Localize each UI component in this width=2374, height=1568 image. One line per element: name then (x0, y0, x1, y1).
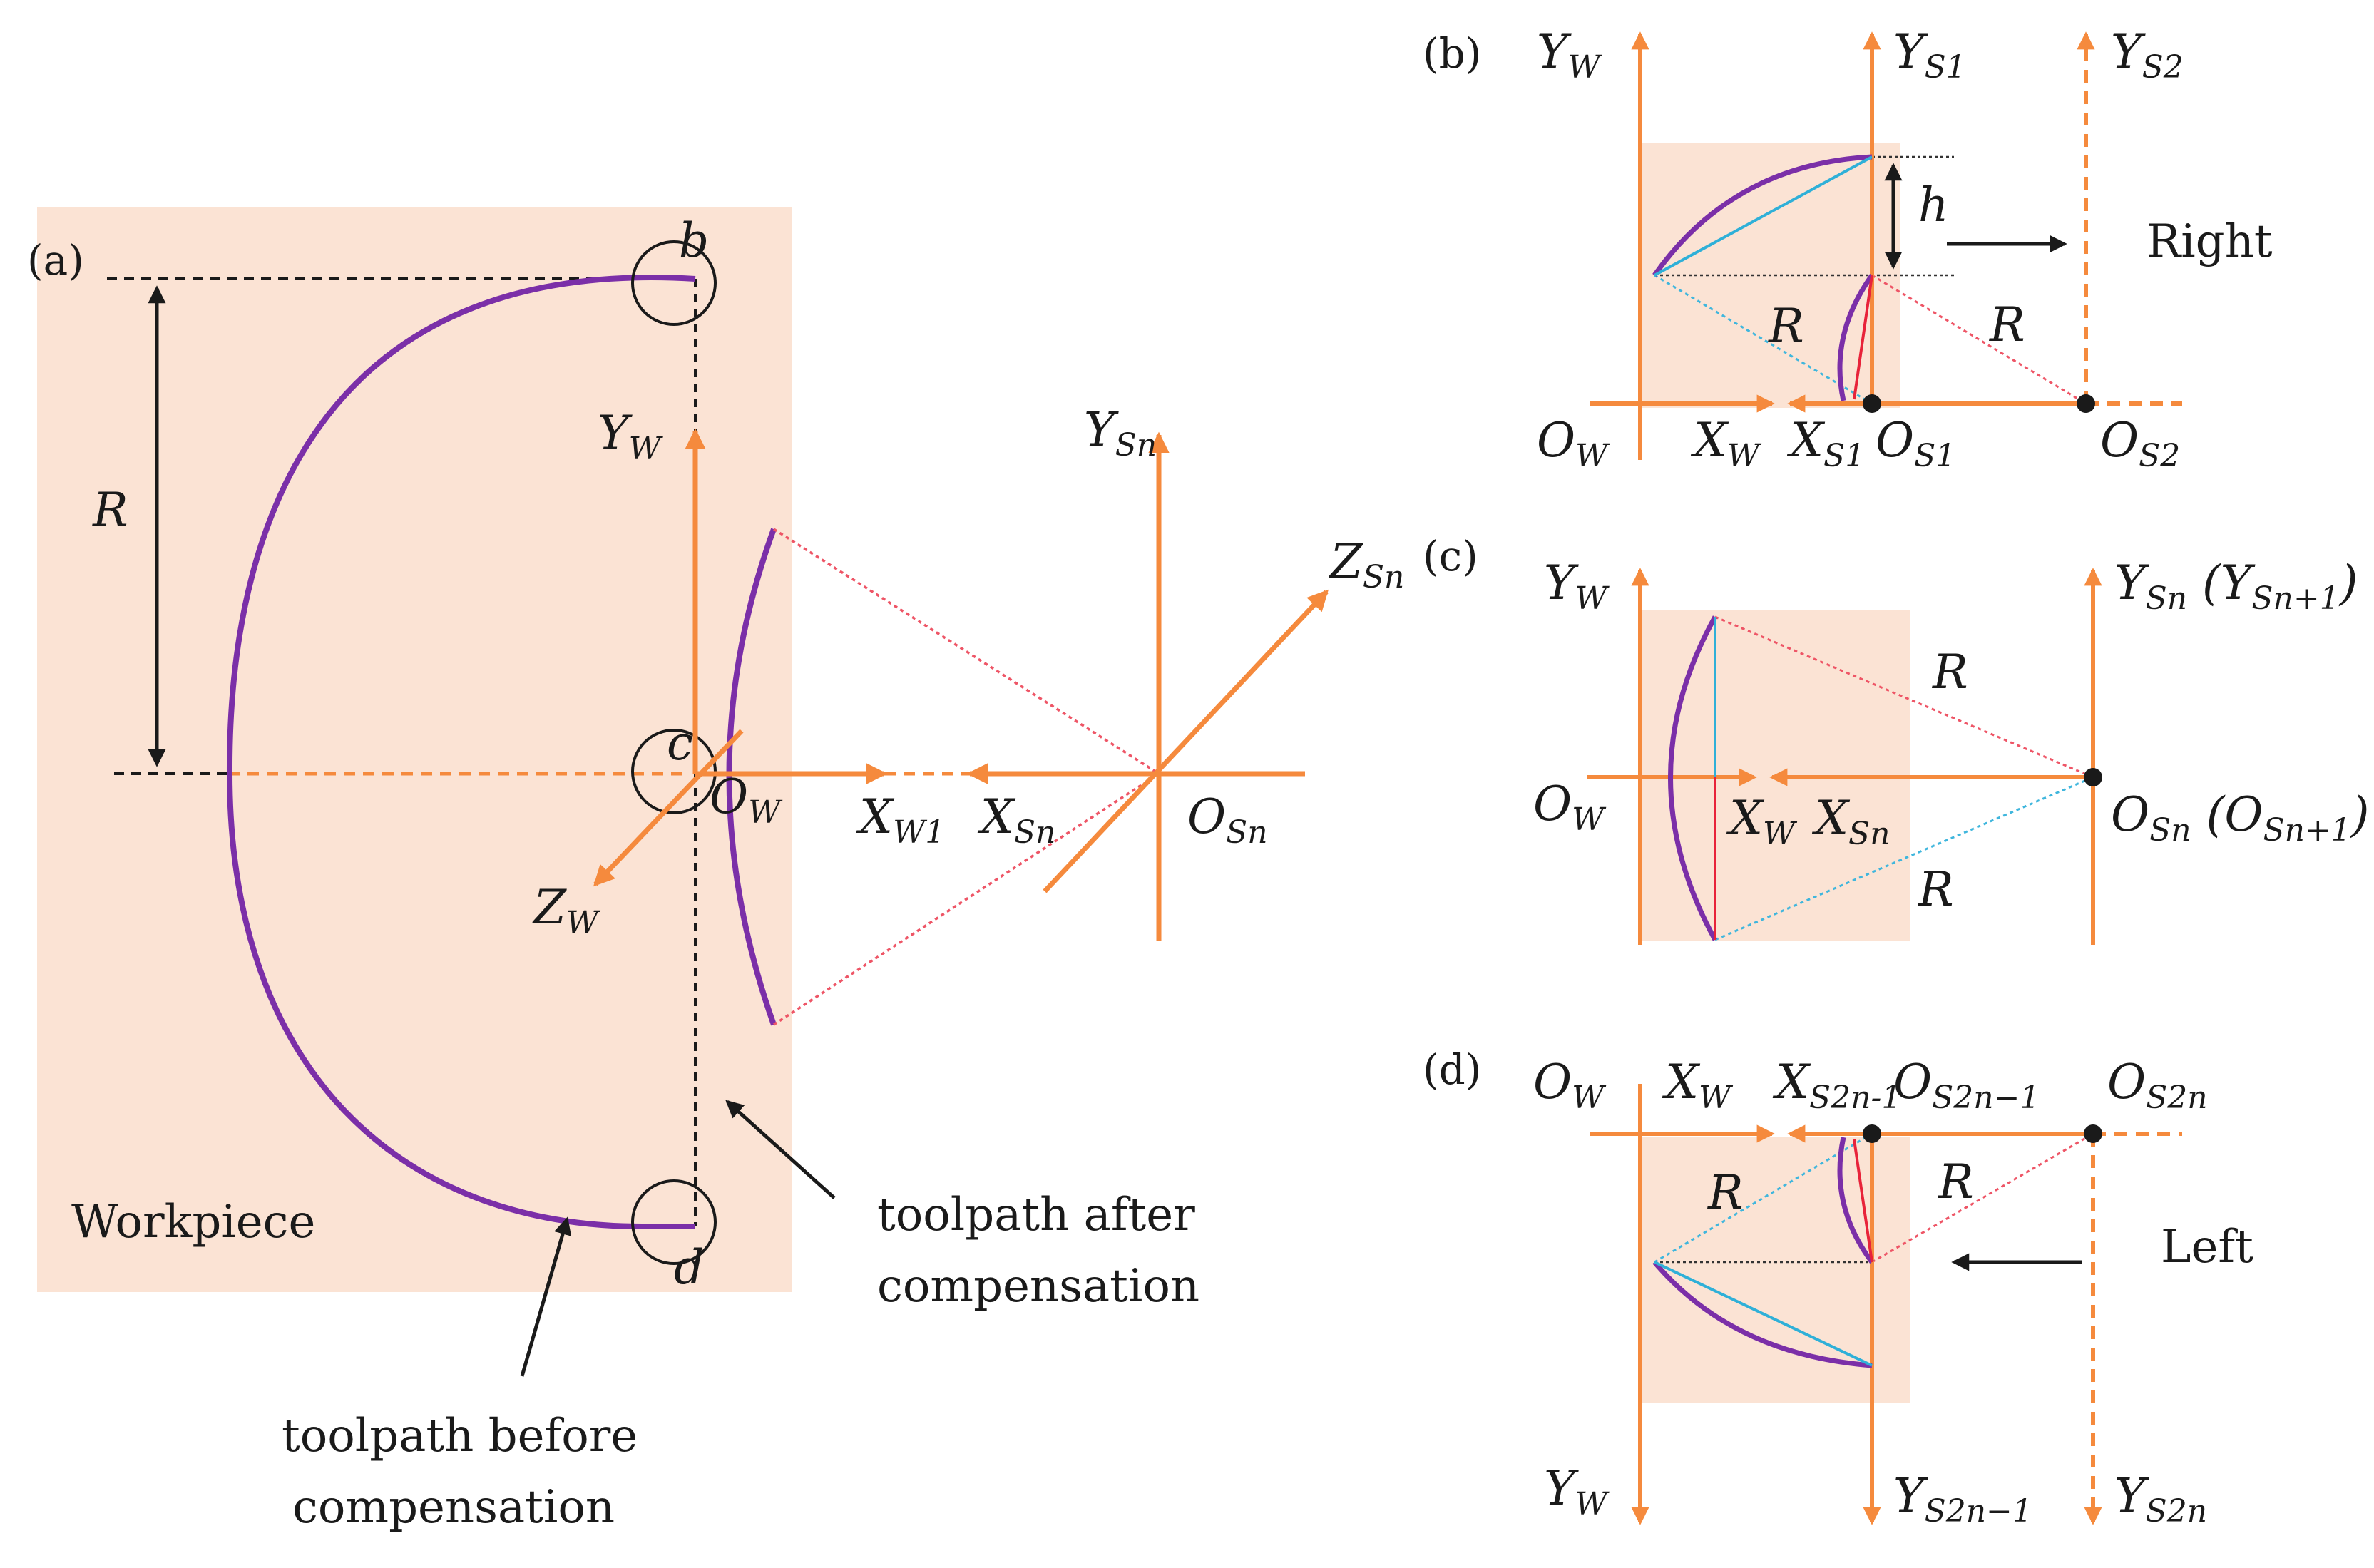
panel-c-label-osn: OSn (OSn+1) (2111, 787, 2370, 849)
panel-b-label-xw: XW (1690, 413, 1762, 474)
panel-c: (c) R R YW YSn (YSn+1) OW XW XSn OSn (OS… (1423, 532, 2370, 945)
panel-c-label-xsn: XSn (1811, 791, 1890, 852)
dotted-red-line-upper (773, 528, 1160, 775)
workpiece-label: Workpiece (71, 1196, 315, 1249)
toolpath-before-label-1: toolpath before (282, 1410, 638, 1462)
panel-c-dotted-blue (1714, 776, 2094, 941)
panel-c-r2: R (1918, 862, 1954, 917)
panel-b-dotted-red (1871, 274, 2087, 405)
panel-d-r1: R (1707, 1165, 1744, 1220)
panel-a-label: (a) (27, 236, 84, 285)
label-xw1: XW1 (856, 789, 945, 851)
point-b-label: b (679, 213, 709, 268)
toolpath-before-arc (226, 275, 696, 1229)
label-ysn: YSn (1084, 402, 1157, 463)
axis-zw-arrow (593, 729, 744, 887)
panel-b-label-os2: OS2 (2100, 413, 2180, 474)
panel-d-label: (d) (1423, 1045, 1481, 1094)
point-d-label: d (674, 1240, 704, 1295)
panel-b-blue-chord (1654, 155, 1873, 277)
panel-c-label: (c) (1423, 532, 1478, 580)
panel-c-label-ysn: YSn (YSn+1) (2114, 555, 2358, 617)
label-xsn: XSn (977, 789, 1055, 851)
panel-b-label-yw: YW (1537, 24, 1603, 86)
panel-b-direction: Right (2147, 215, 2273, 268)
panel-c-origin-sn (2084, 768, 2102, 786)
label-zsn: ZSn (1329, 534, 1404, 595)
panel-d-label-ow: OW (1533, 1055, 1607, 1116)
panel-b-origin-s2 (2077, 394, 2095, 413)
panel-b-r2: R (1989, 297, 2025, 352)
panel-b-label-ow: OW (1537, 413, 1610, 474)
panel-d-label-yw: YW (1544, 1461, 1610, 1522)
panel-b-label-os1: OS1 (1876, 413, 1955, 474)
panel-b-label: (b) (1423, 29, 1481, 78)
panel-d-red-line (1853, 1139, 1873, 1263)
panel-d-small-purple-arc (1837, 1137, 1874, 1264)
panel-d-label-xw: XW (1662, 1055, 1734, 1116)
axis-zsn-arrow (1043, 589, 1329, 893)
panel-b-r1: R (1768, 299, 1804, 354)
toolpath-after-label-1: toolpath after (877, 1189, 1195, 1241)
label-yw: YW (598, 406, 664, 467)
label-osn: OSn (1187, 789, 1268, 851)
panel-c-purple-arc (1668, 615, 1718, 941)
dotted-red-line-lower (773, 772, 1160, 1026)
panel-d-workpiece-region (1640, 1137, 1910, 1403)
panel-b-label-ys2: YS2 (2111, 24, 2184, 86)
panel-d-r2: R (1938, 1154, 1974, 1209)
panel-d-label-ys2n: YS2n (2114, 1468, 2207, 1529)
panel-c-label-yw: YW (1544, 555, 1610, 617)
panel-a: (a) b c d R Workpiece toolpath after com… (27, 207, 1404, 1534)
panel-b-purple-arc (1652, 154, 1873, 277)
panel-b-origin-s1 (1863, 394, 1881, 413)
panel-d: (d) Left R R OW XW XS2n-1 OS2n−1 OS2n YW… (1423, 1045, 2253, 1529)
panel-c-label-xw: XW (1726, 791, 1798, 852)
panel-d-label-ys2n-1: YS2n−1 (1893, 1468, 2032, 1529)
panel-b: (b) Right h R R YW YS1 YS2 OW XW XS1 OS1… (1423, 24, 2273, 474)
panel-b-label-xs1: XS1 (1786, 413, 1865, 474)
panel-b-label-ys1: YS1 (1893, 24, 1966, 86)
label-ow: OW (710, 769, 783, 831)
point-c-label: c (667, 716, 693, 771)
toolpath-before-label-2: compensation (292, 1481, 615, 1534)
panel-b-small-purple-arc (1837, 273, 1874, 401)
panel-b-h: h (1918, 178, 1949, 232)
panel-d-origin-s2n-1 (1863, 1124, 1881, 1143)
label-zw: ZW (532, 880, 601, 941)
radius-label: R (92, 483, 128, 538)
toolpath-after-label-2: compensation (877, 1260, 1199, 1313)
panel-c-r1: R (1932, 645, 1968, 700)
panel-d-label-xs2n-1: XS2n-1 (1772, 1055, 1901, 1116)
tool-circle-b (631, 240, 717, 326)
pointer-toolpath-after (725, 1100, 836, 1199)
panel-b-red-line (1853, 275, 1873, 400)
panel-d-direction: Left (2161, 1221, 2253, 1274)
panel-d-purple-arc (1652, 1260, 1873, 1368)
panel-d-origin-s2n (2084, 1124, 2102, 1143)
panel-d-label-os2n-1: OS2n−1 (1893, 1055, 2040, 1116)
tool-circle-d (631, 1179, 717, 1265)
panel-d-blue-chord (1654, 1261, 1873, 1367)
pointer-toolpath-before (520, 1216, 572, 1377)
panel-c-label-ow: OW (1533, 777, 1607, 838)
panel-d-label-os2n: OS2n (2107, 1055, 2208, 1116)
